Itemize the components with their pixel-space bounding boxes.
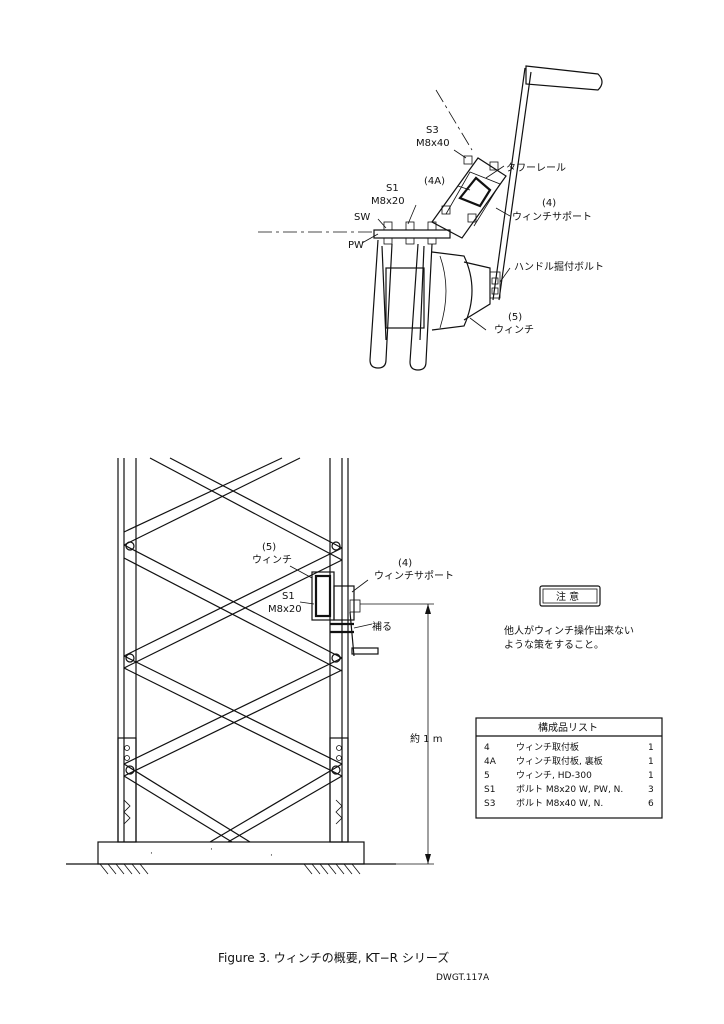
caution-title: 注 意 (556, 590, 579, 603)
tower-legs (117, 458, 349, 842)
svg-text:·: · (210, 845, 213, 855)
mounted-winch (311, 571, 379, 657)
caution-line-1: 他人がウィンチ操作出来ない (504, 624, 634, 637)
svg-text:·: · (150, 849, 153, 859)
concrete-foundation: · · · (66, 841, 396, 875)
mounting-plate (373, 221, 451, 245)
part-4a-label: (4A) (424, 176, 445, 187)
strap-label: 補る (372, 620, 392, 633)
s3-ref-label: S3 (426, 125, 439, 136)
tower-part-4-label: (4) (398, 558, 412, 569)
tower-rail-label: タワーレール (506, 162, 566, 174)
svg-text:1: 1 (648, 757, 654, 767)
svg-text:6: 6 (648, 799, 654, 809)
s1-size-label: M8x20 (371, 196, 405, 207)
svg-text:ウィンチ取付板: ウィンチ取付板 (516, 741, 579, 753)
s3-size-label: M8x40 (416, 138, 450, 149)
tower-s1-size-label: M8x20 (268, 604, 302, 615)
tower-winch-label: ウィンチ (252, 554, 292, 566)
part-4-label: (4) (542, 198, 556, 209)
caution-line-2: ような策をすること。 (504, 638, 604, 651)
cross-bracing (123, 457, 343, 843)
svg-text:1: 1 (648, 743, 654, 753)
winch-body (369, 239, 491, 371)
winch-support-bracket (431, 155, 507, 239)
parts-row: 4 ウィンチ取付板 1 (484, 741, 654, 753)
caution-note: 注 意 他人がウィンチ操作出来ない ような策をすること。 (504, 585, 634, 651)
svg-text:S1: S1 (484, 785, 495, 795)
figure-caption: Figure 3. ウィンチの概要, KT−R シリーズ (218, 950, 449, 965)
drawing-number: DWGT.117A (436, 973, 490, 983)
pw-label: PW (348, 240, 364, 251)
svg-text:4: 4 (484, 743, 490, 753)
tower-elevation: · · · (5) ウィンチ (4) ウィンチサポート S1 M8x20 補る … (66, 457, 454, 875)
handle-bolt-label: ハンドル掘付ボルト (514, 260, 604, 273)
parts-list-title: 構成品リスト (538, 721, 598, 734)
winch-support-label: ウィンチサポート (512, 211, 592, 223)
tower-part-5-label: (5) (262, 542, 276, 553)
svg-text:3: 3 (648, 785, 654, 795)
winch-top-detail: S3 M8x40 (4A) タワーレール S1 M8x20 SW PW (4) … (258, 65, 604, 371)
svg-text:4A: 4A (484, 757, 497, 767)
gusset-plates (117, 541, 349, 843)
svg-text:ウィンチ取付板, 裏板: ウィンチ取付板, 裏板 (516, 755, 603, 767)
svg-text:ボルト M8x20 W, PW, N.: ボルト M8x20 W, PW, N. (516, 784, 623, 795)
parts-row: 5 ウィンチ, HD-300 1 (484, 770, 654, 781)
svg-text:1: 1 (648, 771, 654, 781)
parts-list-table: 構成品リスト 4 ウィンチ取付板 1 4A ウィンチ取付板, 裏板 1 5 ウィ… (475, 717, 663, 819)
height-dimension (360, 603, 434, 865)
svg-text:ボルト M8x40 W, N.: ボルト M8x40 W, N. (516, 798, 603, 809)
winch-label: ウィンチ (494, 324, 534, 336)
svg-text:ウィンチ, HD-300: ウィンチ, HD-300 (516, 770, 592, 781)
svg-text:·: · (270, 851, 273, 861)
part-5-label: (5) (508, 312, 522, 323)
svg-text:5: 5 (484, 771, 490, 781)
tower-winch-support-label: ウィンチサポート (374, 570, 454, 582)
sw-label: SW (354, 212, 370, 223)
svg-text:S3: S3 (484, 799, 495, 809)
parts-row: S3 ボルト M8x40 W, N. 6 (484, 798, 654, 809)
parts-row: S1 ボルト M8x20 W, PW, N. 3 (484, 784, 654, 795)
s1-ref-label: S1 (386, 183, 399, 194)
tower-s1-ref-label: S1 (282, 591, 295, 602)
height-label: 約 1 m (410, 732, 442, 745)
parts-row: 4A ウィンチ取付板, 裏板 1 (484, 755, 654, 767)
